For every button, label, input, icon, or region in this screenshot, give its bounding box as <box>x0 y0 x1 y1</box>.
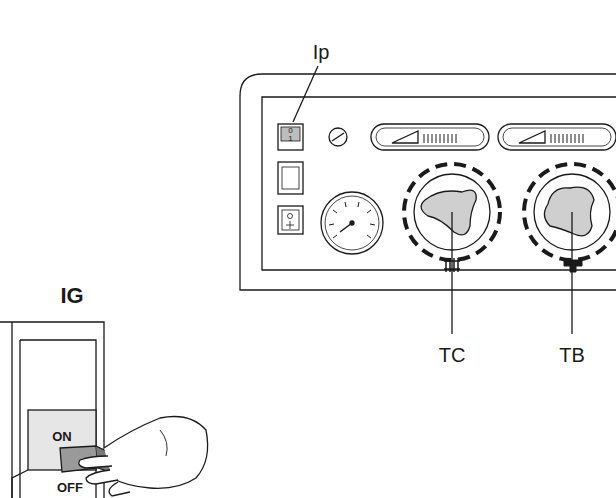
switch-mark: 1 <box>288 135 292 143</box>
part-label: TC <box>439 345 466 365</box>
switch-position: ON <box>52 430 72 443</box>
part-label: TB <box>559 345 585 365</box>
part-label: Ip <box>313 42 330 62</box>
part-label: IG <box>60 285 83 307</box>
switch-mark: 0 <box>288 127 292 135</box>
switch-position: OFF <box>57 481 83 494</box>
